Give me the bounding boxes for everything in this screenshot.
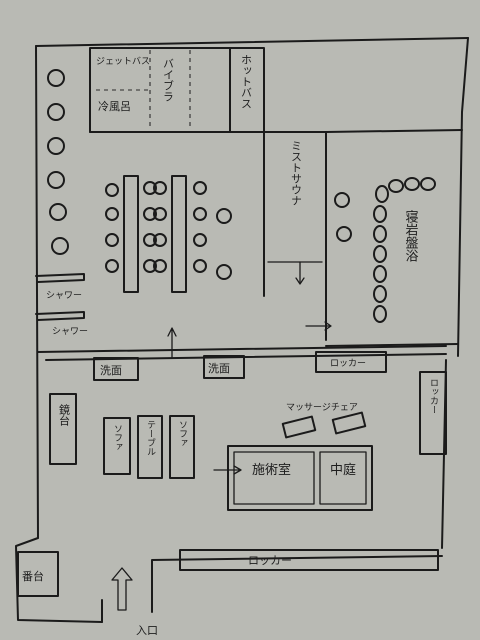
label-sofa-2: ソファ [177,420,187,447]
outer-wall-bottom-right [151,555,443,613]
senmen-right [203,355,245,379]
label-locker-top: ロッカー [330,358,366,369]
treatment-arrow [213,465,242,475]
locker-right-box [419,371,447,455]
bath-door-arrow [167,327,177,359]
label-shower-1: シャワー [46,291,82,301]
label-nakaniwa: 中庭 [330,462,356,478]
treatment-block [227,445,373,511]
nakaniwa-inner [319,451,367,505]
label-table: テーブル [145,420,156,456]
massage-chair-2 [331,411,367,435]
label-mist-sauna: ミストサウナ [290,140,303,206]
ganban-mats [334,177,436,323]
kagami-box [49,393,77,465]
label-bandai: 番台 [22,569,44,583]
label-sofa-1: ソファ [112,424,122,451]
label-entrance: 入口 [136,624,158,637]
outer-wall-right [457,37,469,357]
outer-wall-left [35,45,39,539]
wash-stations [105,175,232,293]
label-shower-2: シャワー [52,327,88,337]
mist-sauna-walls [263,131,327,341]
label-hot-bath: ホットバス [240,54,253,109]
sofa-right [169,415,195,479]
locker-bottom-box [179,549,439,571]
mist-sauna-arrow-head [295,277,305,285]
sofa-left [103,417,131,475]
label-locker-bottom: ロッカー [248,554,292,567]
label-kagami: 鏡台 [58,403,71,426]
wall-stools [47,69,69,255]
outer-wall-top [35,37,469,47]
entrance-arrow [111,567,133,611]
label-senmen-2: 洗面 [208,362,230,375]
label-senmen-1: 洗面 [100,364,122,377]
massage-chair-1 [281,415,317,439]
divider-wall [37,345,447,353]
label-ganban: 寝岩盤浴 [403,209,419,262]
label-jacuzzi: ジェットバス [96,56,150,67]
label-cold-bath: 冷風呂 [98,100,131,113]
locker-top-box [315,351,387,373]
label-massage: マッサージチェア [286,402,358,413]
ganban-top-wall [325,129,463,133]
senmen-left [93,357,139,381]
shower-wall-2 [35,311,85,321]
label-vibra: バイブラ [162,58,175,102]
table-box [137,415,163,479]
ganban-room [325,343,459,347]
treatment-inner [233,451,315,505]
bandai-box [17,551,59,597]
label-locker-right: ロッカー [428,378,438,414]
shower-wall-1 [35,273,85,283]
label-treatment: 施術室 [252,462,291,478]
ganban-entry-arrow [305,321,332,331]
